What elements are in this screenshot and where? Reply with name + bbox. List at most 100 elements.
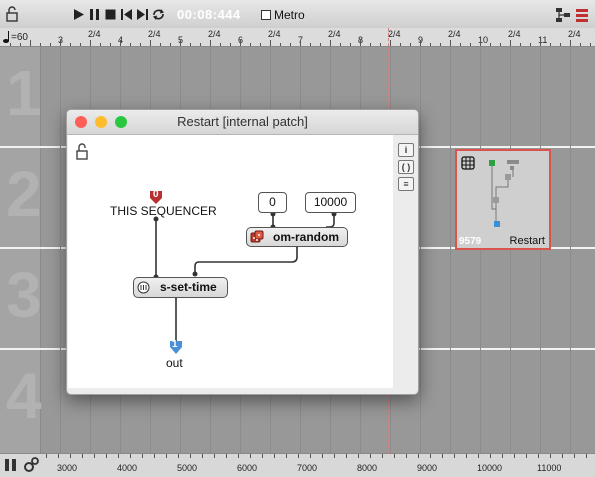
bottom-ruler-tick	[562, 454, 563, 458]
ruler-tick	[270, 40, 271, 46]
ruler-label: 2/4	[388, 29, 401, 39]
unlock-icon[interactable]	[75, 143, 89, 161]
patch-canvas[interactable]: 0 THIS SEQUENCER 0 10000 om-random s-set…	[68, 135, 393, 388]
time-ms-label: 9000	[417, 463, 438, 473]
ruler-tick	[210, 40, 211, 46]
mini-patch-label: Restart	[509, 235, 545, 247]
bottom-ruler-tick	[82, 454, 83, 458]
play-icon[interactable]	[72, 8, 85, 21]
grid-line	[420, 47, 421, 453]
bottom-ruler-tick	[586, 454, 587, 458]
tempo-label: =60	[11, 32, 28, 43]
ruler-tick	[460, 43, 461, 46]
ruler-tick	[240, 40, 241, 46]
ruler-tick	[180, 40, 181, 46]
ruler-tick	[590, 43, 591, 46]
close-button[interactable]	[75, 116, 87, 128]
grid-line	[570, 47, 571, 453]
mini-patch-diagram	[489, 160, 519, 227]
inlet-number: 0	[153, 189, 159, 200]
internal-patch-window[interactable]: Restart [internal patch]	[66, 109, 419, 395]
stop-icon[interactable]	[104, 8, 117, 21]
zoom-button[interactable]	[115, 116, 127, 128]
bottom-ruler-tick	[274, 454, 275, 458]
bottom-ruler-tick	[418, 454, 419, 458]
bottom-ruler-tick	[130, 454, 131, 458]
ruler-label: 2/4	[208, 29, 221, 39]
restart-patch-box[interactable]: 9579 Restart	[455, 149, 551, 250]
ruler-tick	[260, 43, 261, 46]
bottom-ruler-tick	[550, 454, 551, 458]
next-icon[interactable]	[136, 8, 149, 21]
bottom-ruler-tick	[442, 454, 443, 458]
time-ms-label: 3000	[57, 463, 78, 473]
bottom-ruler-tick	[334, 454, 335, 458]
bottom-ruler-tick	[94, 454, 95, 458]
ruler-label: 11	[538, 35, 548, 45]
lock-icon[interactable]	[5, 6, 19, 22]
ruler-tick	[160, 43, 161, 46]
ruler-label: 2/4	[328, 29, 341, 39]
bottom-ruler-tick	[310, 454, 311, 458]
bottom-ruler-tick	[394, 454, 395, 458]
ruler-label: 2/4	[508, 29, 521, 39]
ruler-tick	[430, 43, 431, 46]
ruler-tick	[390, 40, 391, 46]
hierarchy-icon[interactable]	[555, 7, 571, 23]
window-titlebar[interactable]: Restart [internal patch]	[67, 110, 418, 135]
bottom-ruler-tick	[214, 454, 215, 458]
ruler-label: 2/4	[88, 29, 101, 39]
ruler-tick	[320, 43, 321, 46]
ruler-tick	[530, 43, 531, 46]
bottom-ruler-tick	[502, 454, 503, 458]
om-random-box[interactable]: om-random	[246, 227, 348, 247]
time-ruler[interactable]: =60 32/442/452/462/472/482/492/4102/4112…	[0, 28, 595, 47]
bottom-ruler-tick	[466, 454, 467, 458]
minimize-button[interactable]	[95, 116, 107, 128]
ruler-tick	[100, 43, 101, 46]
s-set-time-box[interactable]: s-set-time	[133, 277, 228, 298]
info-button[interactable]: i	[398, 143, 414, 157]
bottom-ruler-tick	[238, 454, 239, 458]
columns-icon[interactable]	[4, 458, 18, 472]
ruler-tick	[50, 43, 51, 46]
ruler-tick	[220, 43, 221, 46]
ruler-tick	[280, 43, 281, 46]
ruler-label: 2/4	[268, 29, 281, 39]
metro-toggle[interactable]: Metro	[261, 8, 305, 22]
ruler-tick	[20, 43, 21, 46]
metro-checkbox[interactable]	[261, 10, 271, 20]
outlet-arrow-icon[interactable]	[167, 341, 185, 355]
metro-label: Metro	[274, 8, 305, 22]
bottom-ruler-tick	[142, 454, 143, 458]
bottom-ruler-tick	[298, 454, 299, 458]
value-box-zero[interactable]: 0	[258, 192, 287, 213]
ruler-tick	[370, 43, 371, 46]
bottom-ruler-tick	[370, 454, 371, 458]
settings-gear-icon[interactable]	[22, 456, 40, 474]
value-box-max[interactable]: 10000	[305, 192, 356, 213]
ruler-tick	[550, 43, 551, 46]
time-ms-label: 6000	[237, 463, 258, 473]
ruler-tick	[250, 43, 251, 46]
ruler-tick	[10, 43, 11, 46]
list-button[interactable]: ≡	[398, 177, 414, 191]
ruler-tick	[130, 43, 131, 46]
menu-icon[interactable]	[575, 7, 589, 23]
ruler-tick	[420, 40, 421, 46]
loop-icon[interactable]	[152, 8, 165, 21]
list-text: ≡	[403, 179, 409, 189]
bottom-ruler-tick	[202, 454, 203, 458]
ruler-tick	[200, 43, 201, 46]
track-gutter	[0, 47, 41, 146]
paren-button[interactable]: ( )	[398, 160, 414, 174]
time-ms-label: 10000	[477, 463, 503, 473]
track-1[interactable]: 1	[0, 47, 595, 148]
grid-line	[480, 47, 481, 453]
pause-icon[interactable]	[88, 8, 101, 21]
inlet-arrow-icon[interactable]	[148, 190, 164, 206]
track-gutter	[0, 148, 41, 247]
ruler-tick	[540, 40, 541, 46]
previous-icon[interactable]	[120, 8, 133, 21]
